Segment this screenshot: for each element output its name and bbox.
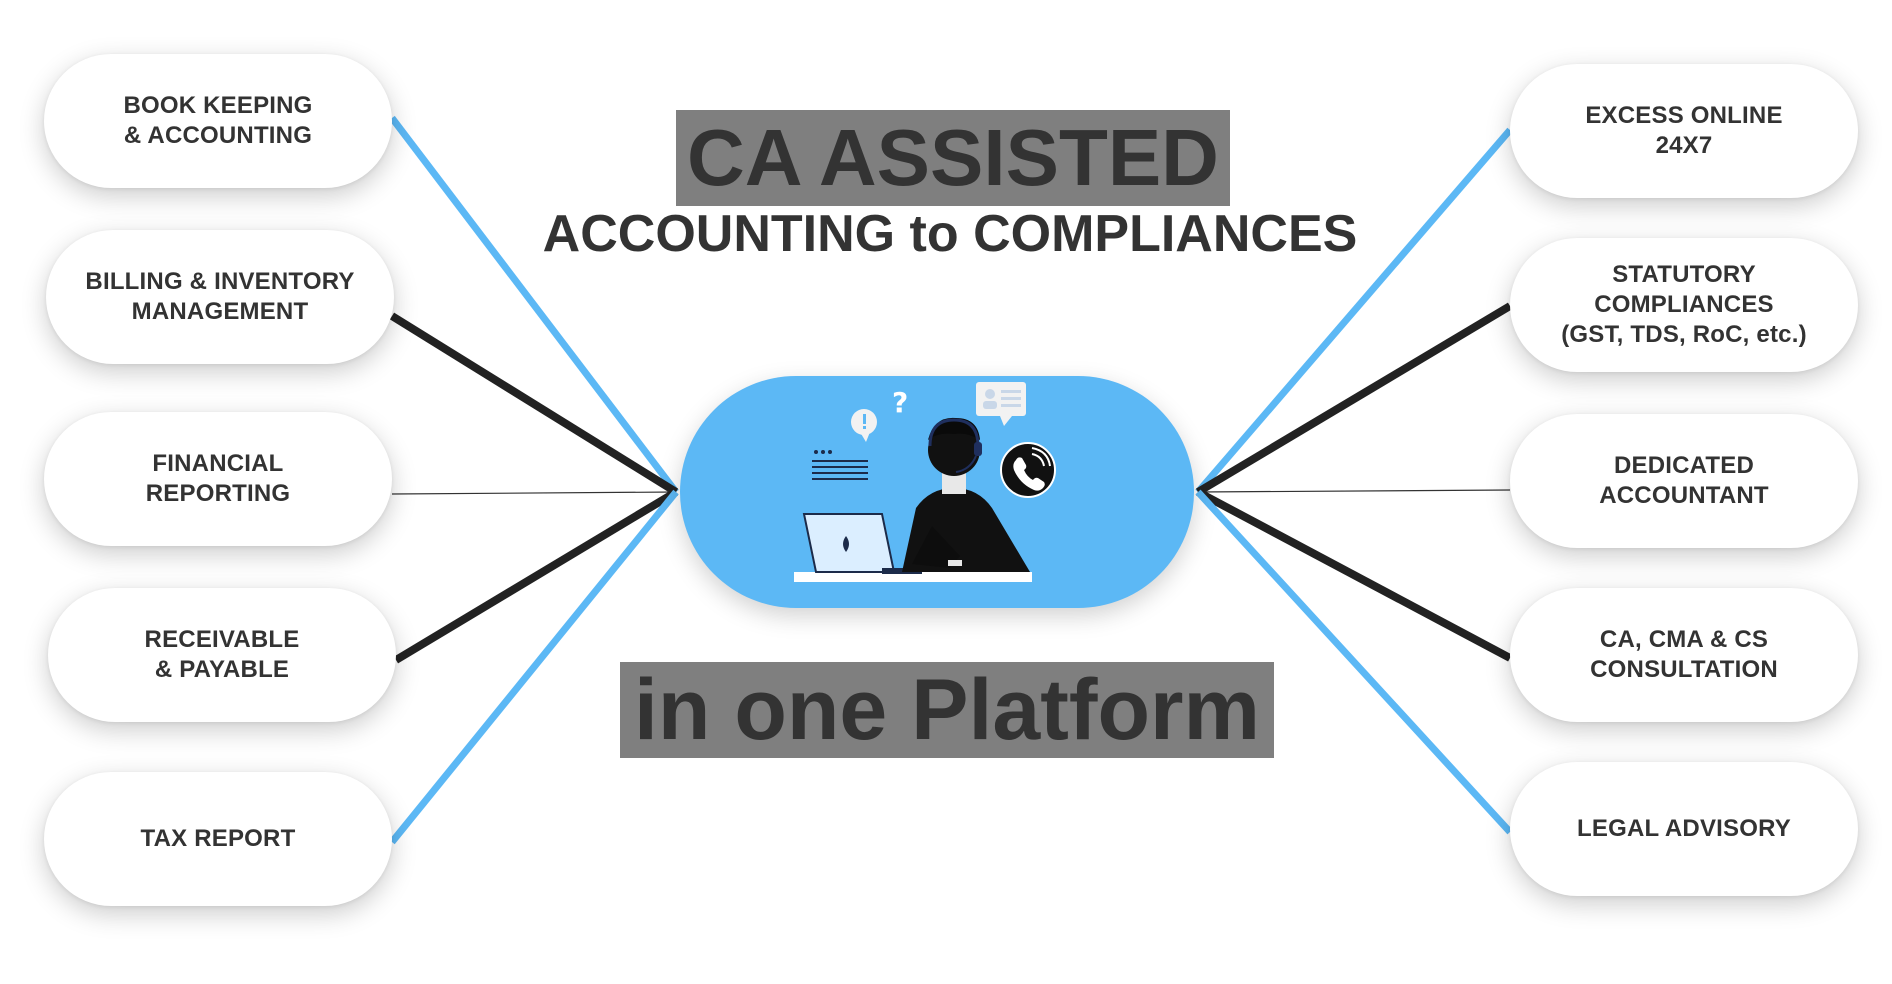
service-financial-reporting: FINANCIAL REPORTING — [44, 412, 392, 546]
connector-book-keeping — [389, 115, 679, 495]
service-consultation: CA, CMA & CS CONSULTATION — [1510, 588, 1858, 722]
hub-illustration: ? — [680, 376, 1194, 608]
phone-call-icon — [1000, 442, 1056, 498]
text-lines-icon — [812, 450, 868, 480]
title-subtitle: ACCOUNTING to COMPLIANCES — [542, 205, 1358, 263]
chat-bubble-icon — [851, 409, 877, 442]
service-statutory-compliances: STATUTORY COMPLIANCES (GST, TDS, RoC, et… — [1510, 238, 1858, 372]
service-billing-inventory: BILLING & INVENTORY MANAGEMENT — [46, 230, 394, 364]
connector-legal-advisory — [1195, 489, 1513, 835]
title-main: CA ASSISTED — [676, 110, 1230, 206]
support-agent-icon: ? — [794, 382, 1056, 582]
service-tax-report: TAX REPORT — [44, 772, 392, 906]
service-book-keeping: BOOK KEEPING & ACCOUNTING — [44, 54, 392, 188]
connector-dedicated-accountant — [1197, 489, 1511, 493]
service-legal-advisory: LEGAL ADVISORY — [1510, 762, 1858, 896]
title-bottom: in one Platform — [620, 662, 1274, 758]
connector-excess-online — [1195, 127, 1513, 495]
agent-figure — [902, 417, 1030, 572]
laptop-icon — [802, 513, 922, 574]
connector-tax-report — [389, 489, 679, 845]
connector-receivable — [393, 488, 679, 664]
question-icon: ? — [892, 386, 908, 419]
connector-billing — [389, 312, 679, 496]
profile-card-icon — [976, 382, 1026, 426]
connector-financial-reporting — [391, 491, 677, 495]
service-excess-online: EXCESS ONLINE 24X7 — [1510, 64, 1858, 198]
service-dedicated-accountant: DEDICATED ACCOUNTANT — [1510, 414, 1858, 548]
service-receivable-payable: RECEIVABLE & PAYABLE — [48, 588, 396, 722]
connector-statutory — [1195, 302, 1513, 496]
connector-consultation — [1196, 488, 1512, 662]
desk — [794, 572, 1032, 582]
